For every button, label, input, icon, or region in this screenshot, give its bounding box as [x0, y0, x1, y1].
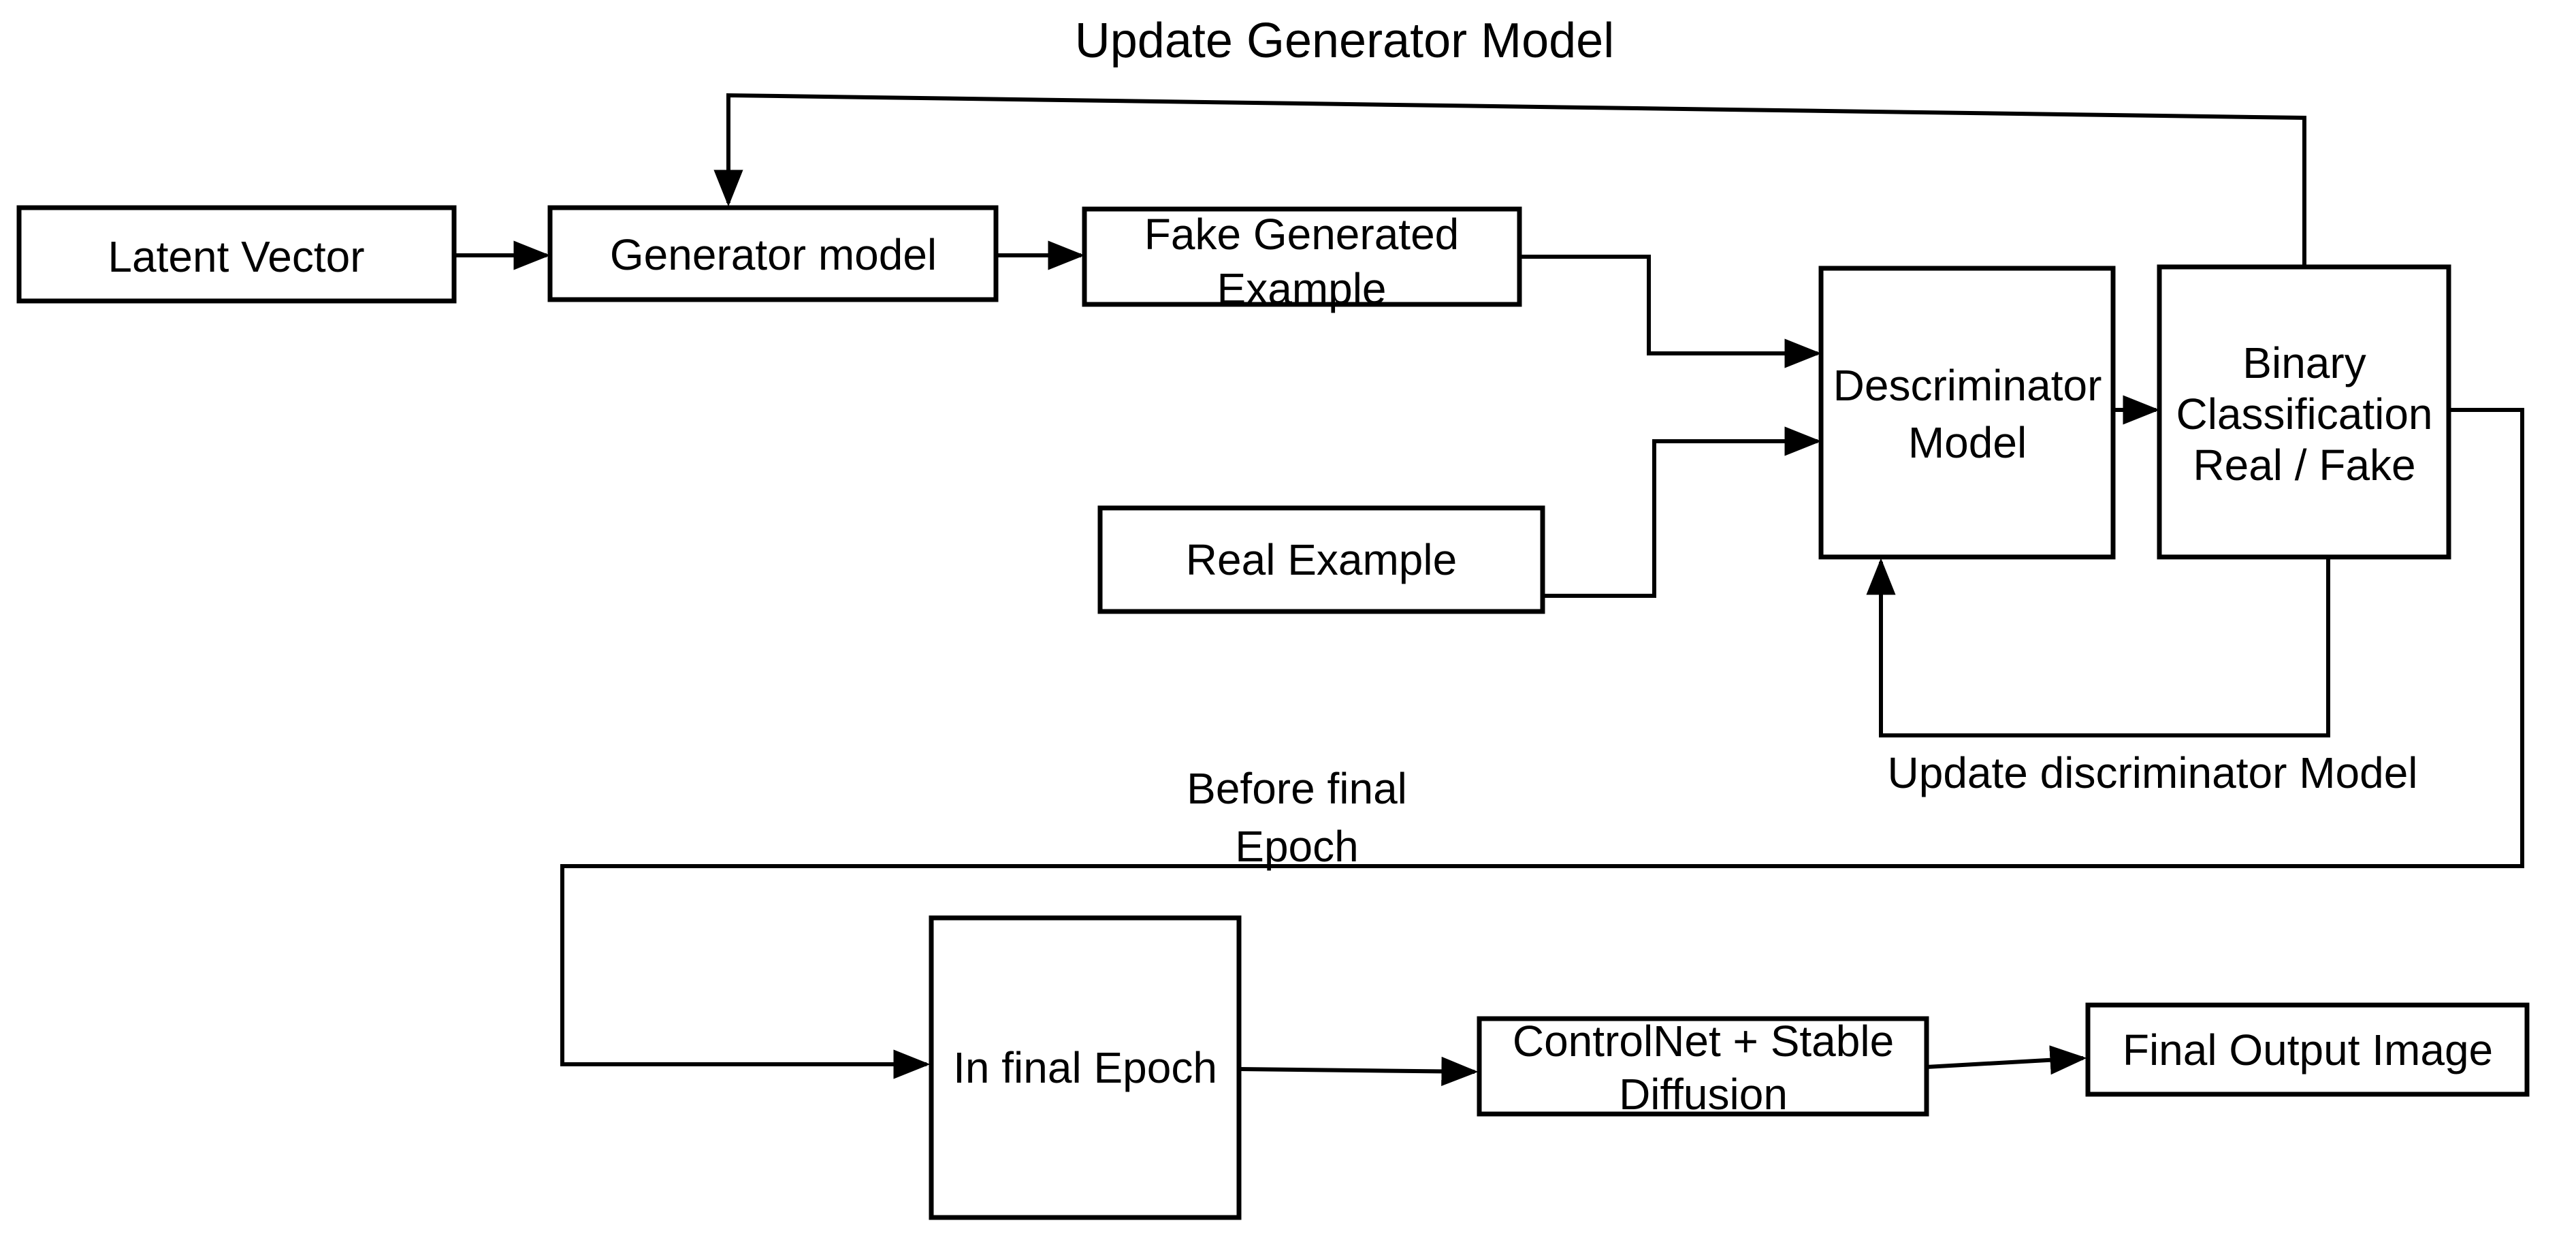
final-output-image-node	[2085, 1002, 2530, 1097]
edge-controlnet-to-final-output	[1926, 1045, 2087, 1075]
edge-real-to-discriminator	[1543, 426, 1822, 598]
final-output-image-label: Final Output Image	[2123, 1025, 2493, 1074]
discriminator-model-label-line1: Descriminator	[1833, 361, 2102, 410]
real-example-node	[1097, 505, 1545, 614]
binary-classification-node	[2157, 264, 2451, 560]
update-generator-annotation: Update Generator Model	[1075, 14, 1614, 68]
binary-classification-label-line2: Classification	[2176, 389, 2432, 439]
discriminator-model-node	[1818, 266, 2116, 560]
edge-epoch-to-controlnet	[1238, 1056, 1479, 1087]
latent-vector-label: Latent Vector	[108, 232, 364, 281]
fake-generated-example-label-line2: Example	[1217, 264, 1387, 313]
controlnet-stable-diffusion-label-line2: Diffusion	[1619, 1070, 1788, 1119]
discriminator-model-label-line2: Model	[1908, 418, 2027, 467]
real-example-label: Real Example	[1186, 535, 1457, 584]
controlnet-stable-diffusion-node	[1477, 1016, 1929, 1117]
edge-fake-to-discriminator	[1519, 255, 1822, 368]
edge-update-generator-feedback	[713, 93, 2306, 267]
edge-binary-to-final-epoch	[560, 408, 2524, 1079]
update-discriminator-annotation: Update discriminator Model	[1888, 748, 2418, 797]
edge-update-discriminator-feedback	[1866, 557, 2330, 737]
generator-model-node	[547, 205, 999, 302]
controlnet-stable-diffusion-label-line1: ControlNet + Stable	[1513, 1017, 1894, 1066]
before-final-epoch-annotation-line1: Before final	[1187, 764, 1407, 813]
latent-vector-node	[16, 205, 457, 304]
fake-generated-example-node	[1082, 206, 1522, 307]
in-final-epoch-node	[929, 915, 1242, 1220]
binary-classification-label-line1: Binary	[2242, 338, 2366, 387]
fake-generated-example-label-line1: Fake Generated	[1144, 210, 1460, 259]
in-final-epoch-label: In final Epoch	[953, 1043, 1217, 1092]
generator-model-label: Generator model	[610, 230, 937, 279]
before-final-epoch-annotation-line2: Epoch	[1235, 822, 1358, 871]
binary-classification-label-line3: Real / Fake	[2193, 441, 2415, 490]
